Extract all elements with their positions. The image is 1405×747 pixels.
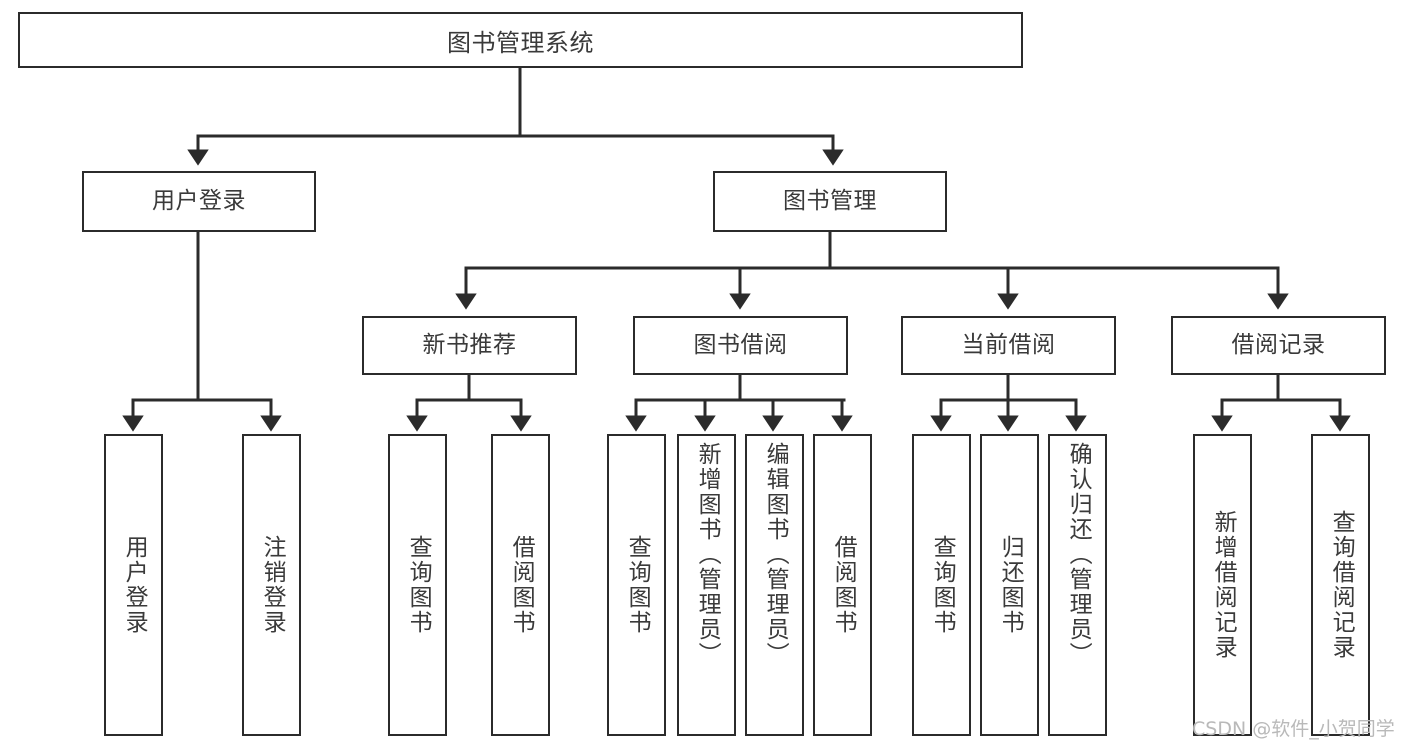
node-book-management[interactable]: 图书管理: [713, 171, 947, 232]
node-new-book-recommend[interactable]: 新书推荐: [362, 316, 577, 375]
node-root[interactable]: 图书管理系统: [18, 12, 1023, 68]
leaf-edit-book-admin-label: 编辑图书（管理员）: [762, 442, 789, 667]
leaf-borrow-book[interactable]: 借阅图书: [813, 434, 872, 736]
node-book-borrow-label: 图书借阅: [693, 332, 788, 358]
node-borrow-record-label: 借阅记录: [1231, 332, 1326, 358]
leaf-query-borrow-record-label: 查询借阅记录: [1328, 510, 1355, 660]
leaf-user-login[interactable]: 用户登录: [104, 434, 163, 736]
node-book-management-label: 图书管理: [783, 188, 877, 214]
leaf-borrow-book-newbook-label: 借阅图书: [508, 535, 535, 635]
leaf-logout-label: 注销登录: [259, 535, 286, 635]
leaf-confirm-return-admin-label: 确认归还（管理员）: [1065, 442, 1092, 667]
leaf-confirm-return-admin[interactable]: 确认归还（管理员）: [1048, 434, 1107, 736]
leaf-add-borrow-record[interactable]: 新增借阅记录: [1193, 434, 1252, 736]
node-user-login-label: 用户登录: [152, 188, 246, 214]
leaf-add-borrow-record-label: 新增借阅记录: [1210, 510, 1237, 660]
leaf-query-book-borrow-label: 查询图书: [624, 535, 651, 635]
node-current-borrow[interactable]: 当前借阅: [901, 316, 1116, 375]
leaf-query-book-newbook-label: 查询图书: [405, 535, 432, 635]
leaf-query-book-borrow[interactable]: 查询图书: [607, 434, 666, 736]
leaf-borrow-book-newbook[interactable]: 借阅图书: [491, 434, 550, 736]
leaf-logout[interactable]: 注销登录: [242, 434, 301, 736]
node-new-book-recommend-label: 新书推荐: [422, 332, 517, 358]
leaf-query-book-newbook[interactable]: 查询图书: [388, 434, 447, 736]
leaf-user-login-label: 用户登录: [121, 535, 148, 635]
node-borrow-record[interactable]: 借阅记录: [1171, 316, 1386, 375]
node-current-borrow-label: 当前借阅: [961, 332, 1056, 358]
node-root-label: 图书管理系统: [447, 28, 594, 57]
leaf-query-book-current[interactable]: 查询图书: [912, 434, 971, 736]
leaf-return-book-label: 归还图书: [997, 535, 1024, 635]
leaf-add-book-admin[interactable]: 新增图书（管理员）: [677, 434, 736, 736]
node-book-borrow[interactable]: 图书借阅: [633, 316, 848, 375]
leaf-add-book-admin-label: 新增图书（管理员）: [694, 442, 721, 667]
leaf-borrow-book-label: 借阅图书: [830, 535, 857, 635]
leaf-edit-book-admin[interactable]: 编辑图书（管理员）: [745, 434, 804, 736]
leaf-query-borrow-record[interactable]: 查询借阅记录: [1311, 434, 1370, 736]
leaf-return-book[interactable]: 归还图书: [980, 434, 1039, 736]
leaf-query-book-current-label: 查询图书: [929, 535, 956, 635]
node-user-login[interactable]: 用户登录: [82, 171, 316, 232]
